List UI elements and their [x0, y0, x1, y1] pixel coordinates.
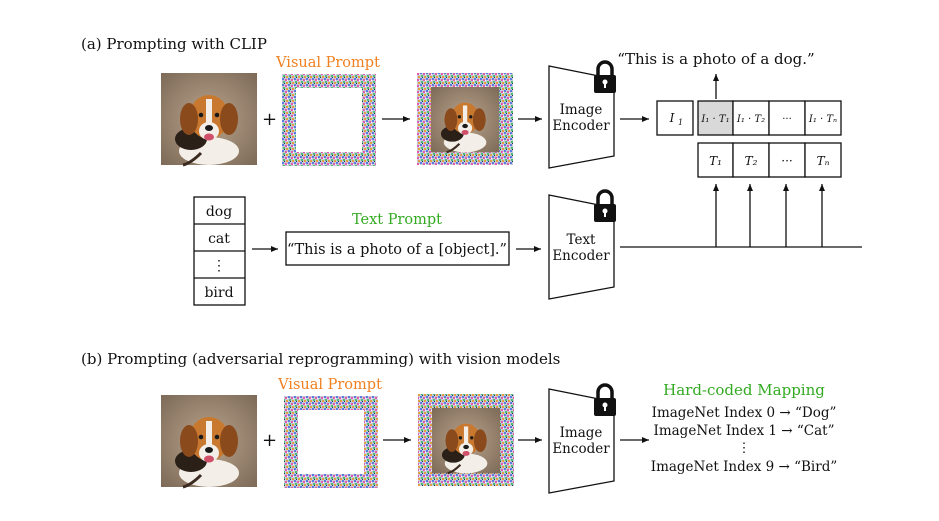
lock-icon [592, 383, 618, 418]
class-bird: bird [204, 285, 233, 301]
class-list: dog cat ⋮ bird [193, 196, 246, 306]
input-dog-photo [159, 71, 259, 167]
text-feature-label: T₁ [709, 154, 722, 168]
mapping-line: ImageNet Index 0 → “Dog” [652, 405, 837, 421]
svg-text:Text: Text [567, 232, 597, 248]
text-feature-cell [697, 142, 734, 178]
class-cat: cat [208, 231, 230, 247]
part-b-heading: (b) Prompting (adversarial reprogramming… [81, 350, 560, 368]
svg-text:Encoder: Encoder [552, 441, 610, 457]
svg-text:Image: Image [560, 425, 603, 441]
svg-text:Encoder: Encoder [552, 248, 610, 264]
class-dog: dog [206, 204, 232, 220]
svg-text:I: I [669, 111, 675, 125]
text-feature-label: ··· [781, 154, 792, 168]
mapping-line: ImageNet Index 9 → “Bird” [651, 459, 838, 475]
similarity-cell-label: I₁ · T₂ [736, 114, 765, 125]
lock-icon [592, 189, 618, 224]
text-feature-label: Tₙ [817, 154, 830, 168]
input-dog-photo-b [159, 393, 259, 489]
text-prompt-box: “This is a photo of a [object].” [285, 231, 510, 266]
similarity-row: I₁ · T₁ I₁ · T₂ ··· I₁ · Tₙ [697, 100, 842, 136]
plus-sign: + [262, 109, 277, 130]
image-feature-cell: I 1 [656, 100, 694, 136]
visual-prompt-label-b: Visual Prompt [277, 377, 382, 393]
output-caption: “This is a photo of a dog.” [617, 50, 814, 68]
mapping-line: ⋮ [737, 440, 751, 456]
visual-prompt-frame-b [284, 396, 378, 488]
mapping-title: Hard-coded Mapping [663, 381, 825, 399]
similarity-cell-label: I₁ · T₁ [700, 114, 729, 125]
text-prompt-label: Text Prompt [352, 212, 442, 228]
text-feature-row: T₁ T₂ ··· Tₙ [697, 142, 842, 178]
svg-text:1: 1 [678, 118, 683, 127]
similarity-cell [732, 100, 770, 136]
text-encoder-output-lines [620, 184, 862, 248]
text-feature-label: T₂ [745, 154, 758, 168]
class-ellipsis: ⋮ [212, 258, 226, 274]
mapping-line: ImageNet Index 1 → “Cat” [654, 423, 835, 439]
svg-text:Image: Image [560, 102, 603, 118]
mapping-lines: ImageNet Index 0 → “Dog” ImageNet Index … [651, 405, 838, 475]
svg-text:Encoder: Encoder [552, 118, 610, 134]
text-feature-cell [804, 142, 842, 178]
svg-text:“This is a photo of a [object]: “This is a photo of a [object].” [287, 242, 507, 258]
prompted-dog-photo [417, 73, 513, 165]
part-a-heading: (a) Prompting with CLIP [81, 35, 267, 53]
similarity-cell [768, 100, 806, 136]
similarity-cell-label: I₁ · Tₙ [808, 114, 837, 125]
prompted-dog-photo-b [418, 394, 514, 486]
similarity-cell-label: ··· [782, 114, 792, 125]
visual-prompt-frame [282, 74, 376, 166]
visual-prompt-label: Visual Prompt [275, 55, 380, 71]
text-feature-cell [768, 142, 806, 178]
lock-icon [592, 60, 618, 95]
similarity-cell [804, 100, 842, 136]
plus-sign-b: + [262, 430, 277, 451]
similarity-cell [697, 100, 734, 136]
